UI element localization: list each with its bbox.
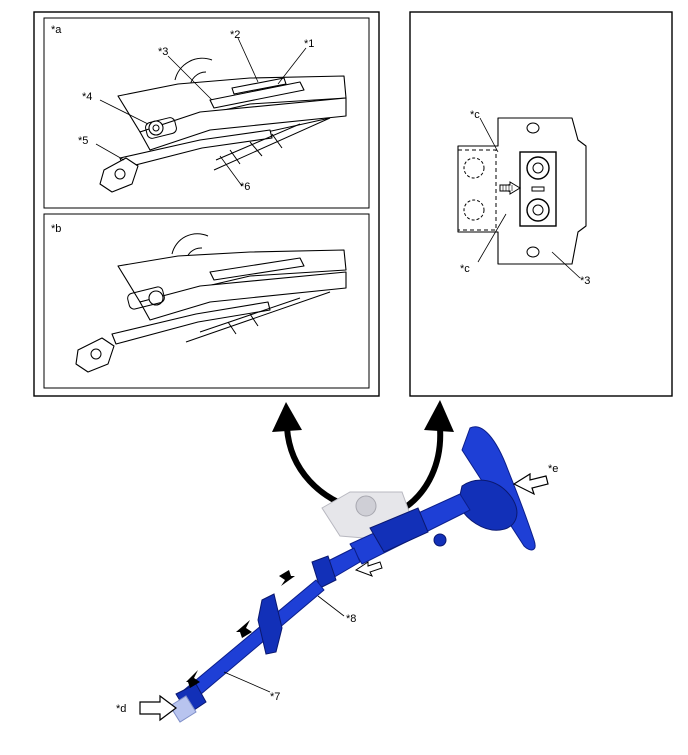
breakaway-plate-b (209, 257, 305, 281)
bolt-head-b (148, 290, 164, 306)
capsule-rivet-bottom-inner (532, 204, 544, 216)
universal-joint (99, 157, 139, 193)
label-1: *1 (304, 38, 314, 50)
bolt-slot (145, 117, 177, 139)
label-c-top: *c (470, 109, 480, 121)
leader-5 (95, 143, 125, 161)
bolt-center (152, 124, 160, 132)
moved-rivet-top (463, 157, 485, 179)
plate-hole-top (526, 122, 540, 134)
moved-rivet-bottom (463, 199, 485, 221)
lower-bracket (213, 117, 331, 171)
column-boss (433, 533, 447, 547)
lower-shaft (183, 579, 325, 701)
joint-mid (311, 555, 337, 589)
dash-seal (257, 593, 283, 655)
steering-column-assembly (169, 426, 536, 723)
universal-joint-b (75, 337, 115, 373)
hatched-arrow-icon (499, 181, 521, 195)
intermediate-shaft-b (111, 301, 271, 345)
leader-7 (223, 671, 271, 693)
label-3-inset: *3 (158, 46, 168, 58)
outline-arrow-icon (139, 694, 177, 722)
moved-position-outline (457, 149, 497, 231)
ghost-hole (355, 495, 377, 517)
label-2: *2 (230, 29, 240, 41)
leader-3-inset (167, 55, 213, 101)
breakaway-capsule (231, 77, 287, 95)
right-panel: *c *c *3 (409, 11, 673, 397)
label-e: *e (548, 463, 558, 475)
outline-arrow-icon (512, 472, 549, 496)
inset-a-label: *a (51, 24, 62, 36)
column-tube (139, 97, 347, 151)
column-tube-b (139, 271, 347, 321)
inset-b-frame (43, 213, 370, 389)
curved-arrow-icon (396, 400, 454, 515)
solid-arrow-icon (236, 620, 252, 638)
label-3-panel: *3 (580, 275, 590, 287)
label-c-bottom: *c (460, 263, 470, 275)
leader-1 (277, 47, 307, 85)
steering-wheel-hub (457, 479, 518, 531)
label-5: *5 (78, 135, 88, 147)
bracket-plate (457, 117, 587, 265)
capsule-rivet-top (526, 156, 550, 180)
label-7: *7 (270, 691, 280, 703)
leader-4 (99, 99, 149, 125)
capsule-rivet-bottom (526, 198, 550, 222)
capsule-rivet-top-inner (532, 162, 544, 174)
inset-a-frame (43, 17, 370, 209)
capsule-slot (531, 186, 545, 192)
shaft-stub (169, 695, 197, 723)
inset-b-label: *b (51, 223, 61, 235)
bolt-head (148, 120, 164, 136)
capsule-block (519, 151, 557, 227)
label-4: *4 (82, 91, 92, 103)
joint-bolt-b (90, 348, 102, 360)
leader-c-bottom (477, 213, 507, 263)
inset-b: *b (43, 213, 370, 389)
lower-bracket-b (185, 291, 331, 343)
right-panel-frame (409, 11, 673, 397)
leader-6 (219, 155, 243, 187)
inset-a: *a *1 *2 *3 *4 *5 *6 (43, 17, 370, 209)
solid-arrow-icon (279, 570, 295, 586)
label-d: *d (116, 703, 126, 715)
breakaway-plate (209, 81, 305, 109)
leader-3-panel (551, 251, 581, 279)
joint-bolt (114, 168, 126, 180)
plate-hole-bottom (526, 246, 540, 258)
label-6: *6 (240, 181, 250, 193)
hatched-arrow-icon (354, 561, 383, 577)
label-8: *8 (346, 613, 356, 625)
solid-arrow-icon (186, 670, 200, 688)
bolt-slot-b (127, 286, 165, 310)
leader-8 (317, 595, 345, 617)
left-panel-frame (33, 11, 380, 397)
column-housing (369, 507, 429, 553)
leader-c-top (479, 117, 499, 153)
leader-2 (237, 37, 259, 83)
